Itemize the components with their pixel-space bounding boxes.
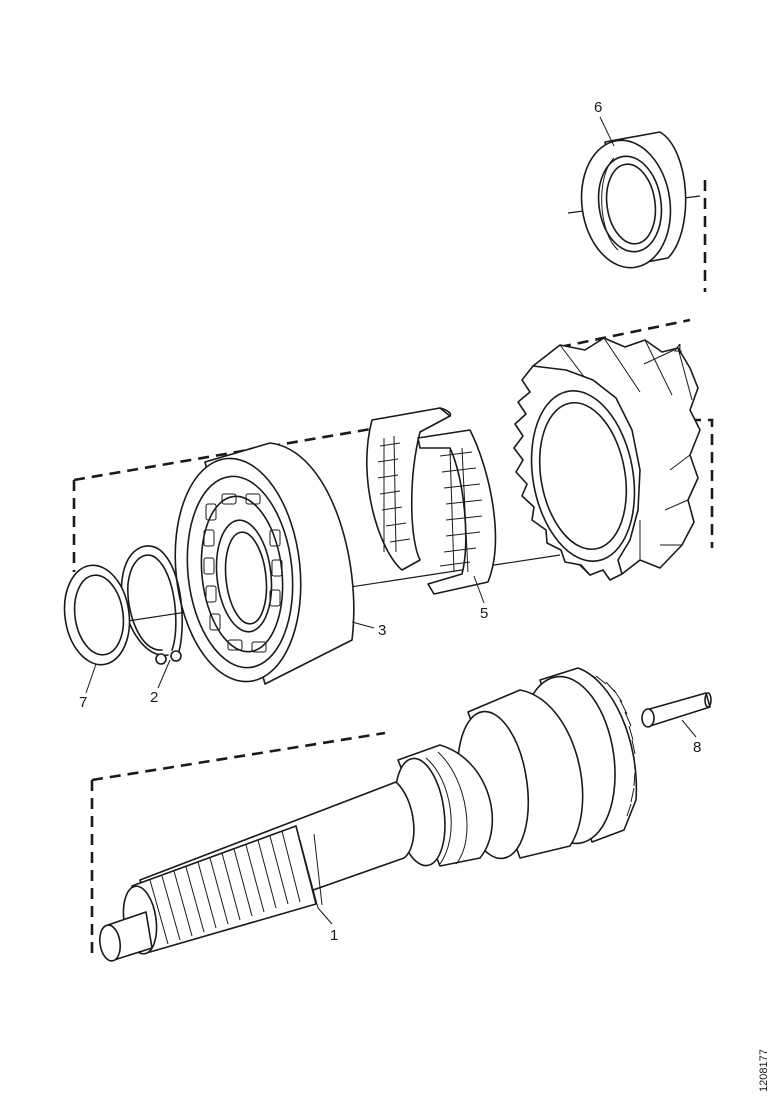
roller-bearing-part bbox=[174, 442, 355, 685]
gear-ring-part bbox=[513, 337, 701, 581]
callout-1: 1 bbox=[330, 927, 338, 944]
callout-3: 3 bbox=[378, 622, 386, 639]
shim-ring-part bbox=[63, 564, 131, 666]
circlip-part bbox=[120, 545, 183, 665]
callout-5: 5 bbox=[480, 605, 488, 622]
callout-4: 4 bbox=[674, 341, 682, 358]
reference-code: 1208177 bbox=[758, 1049, 770, 1092]
seal-ring-part bbox=[580, 131, 687, 269]
callout-2: 2 bbox=[150, 689, 158, 706]
leader-lines bbox=[85, 116, 697, 925]
callout-6: 6 bbox=[594, 99, 602, 116]
lower-assembly-frame bbox=[90, 731, 386, 955]
needle-cage-part bbox=[365, 407, 497, 595]
pin-part bbox=[641, 692, 712, 728]
callout-7: 7 bbox=[79, 694, 87, 711]
main-shaft-part bbox=[98, 667, 638, 962]
callout-8: 8 bbox=[693, 739, 701, 756]
